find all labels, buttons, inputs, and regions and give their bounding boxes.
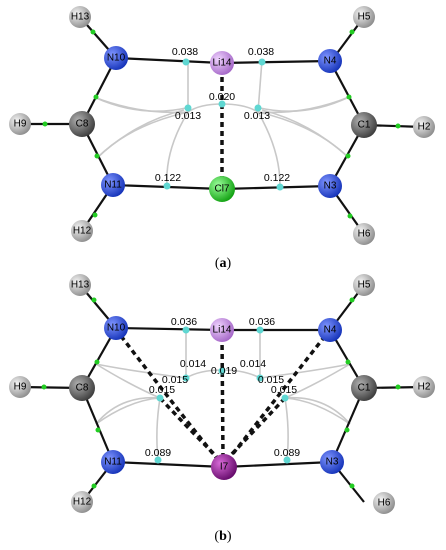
atom-n11-b: N11 [101, 450, 125, 474]
atom-h6-a: H6 [353, 223, 375, 245]
atom-h9-a: H9 [9, 113, 31, 135]
svg-text:C1: C1 [358, 383, 371, 394]
value-n10-li14-b: 0.036 [171, 316, 197, 328]
atom-cl7-a: Cl7 [209, 176, 235, 202]
atom-c8-b: C8 [69, 375, 95, 401]
atom-h5-b: H5 [353, 274, 375, 296]
atom-c8-a: C8 [69, 111, 95, 137]
svg-text:C1: C1 [358, 120, 371, 131]
value-li14-n4-a: 0.038 [248, 46, 274, 58]
panel-caption-a: (a) [215, 256, 232, 271]
svg-text:H12: H12 [73, 226, 92, 237]
svg-text:N10: N10 [107, 323, 126, 334]
svg-text:N11: N11 [104, 457, 122, 468]
panel-a: H13 H5 N10 Li14 N4 H9 C8 C1 [9, 6, 435, 271]
value-ring-right-upper-b: 0.014 [240, 358, 266, 370]
iodine-interactions-b [119, 334, 327, 462]
value-li14-cl7-a: 0.020 [209, 91, 235, 103]
svg-text:H6: H6 [358, 229, 371, 240]
svg-text:I7: I7 [220, 462, 229, 473]
critical-points-a [163, 58, 284, 191]
atom-c1-a: C1 [351, 112, 377, 138]
svg-text:H5: H5 [358, 280, 371, 291]
value-ring-left-a: 0.013 [175, 110, 201, 122]
atom-n11-a: N11 [101, 173, 125, 197]
svg-text:H6: H6 [378, 498, 391, 509]
value-ring-right-mid-b: 0.015 [258, 374, 284, 386]
atom-h13-b: H13 [69, 274, 91, 296]
value-li14-n4-b: 0.036 [249, 316, 275, 328]
svg-text:H12: H12 [73, 497, 92, 508]
value-i7-n3-b: 0.089 [274, 447, 300, 459]
svg-text:Cl7: Cl7 [214, 184, 229, 195]
atom-h2-b: H2 [413, 376, 435, 398]
atom-n3-a: N3 [318, 174, 342, 198]
svg-text:N4: N4 [324, 325, 337, 336]
atom-c1-b: C1 [351, 375, 377, 401]
atom-n10-a: N10 [104, 46, 128, 70]
value-cl7-n3-a: 0.122 [264, 172, 290, 184]
atom-n4-a: N4 [318, 49, 342, 73]
value-n11-i7-b: 0.089 [145, 447, 171, 459]
svg-text:Li14: Li14 [213, 58, 232, 69]
svg-text:H13: H13 [71, 12, 90, 23]
svg-text:C8: C8 [76, 383, 89, 394]
atom-h13-a: H13 [69, 6, 91, 28]
critical-points-b [154, 326, 291, 464]
svg-text:Li14: Li14 [213, 325, 232, 336]
value-ring-right-a: 0.013 [244, 110, 270, 122]
svg-text:N4: N4 [324, 56, 337, 67]
atom-n10-b: N10 [104, 316, 128, 340]
svg-text:H9: H9 [14, 119, 27, 130]
atom-li14-a: Li14 [210, 51, 234, 75]
atom-h2-a: H2 [413, 116, 435, 138]
value-n11-cl7-a: 0.122 [155, 172, 181, 184]
atom-h5-a: H5 [353, 6, 375, 28]
bond-paths-b [95, 330, 351, 460]
svg-text:N3: N3 [326, 457, 339, 468]
bcp-green-b [41, 297, 401, 489]
value-ring-left-upper-b: 0.014 [180, 358, 206, 370]
bcp-green-a [42, 29, 401, 219]
atom-li14-b: Li14 [210, 318, 234, 342]
value-ring-left-low-b: 0.015 [149, 384, 175, 396]
svg-text:H5: H5 [358, 12, 371, 23]
atom-h6-b: H6 [373, 492, 395, 514]
atom-i7-b: I7 [211, 454, 237, 480]
svg-text:H9: H9 [14, 382, 27, 393]
svg-text:H13: H13 [71, 280, 90, 291]
atom-n4-b: N4 [318, 318, 342, 342]
panel-b: H13 H5 N10 Li14 N4 H9 C8 C1 [9, 274, 435, 544]
value-li14-i7-b: 0.019 [211, 365, 237, 377]
svg-text:C8: C8 [76, 119, 89, 130]
svg-text:H2: H2 [418, 122, 431, 133]
atom-h12-b: H12 [71, 491, 93, 513]
atom-n3-b: N3 [320, 450, 344, 474]
value-ring-left-mid-b: 0.015 [162, 374, 188, 386]
value-ring-right-low-b: 0.015 [271, 384, 297, 396]
svg-text:N10: N10 [107, 53, 126, 64]
atom-h12-a: H12 [71, 220, 93, 242]
svg-text:H2: H2 [418, 382, 431, 393]
bond-paths-a [93, 59, 350, 186]
panel-caption-b: (b) [214, 529, 231, 544]
svg-text:N3: N3 [324, 181, 337, 192]
svg-text:N11: N11 [104, 180, 122, 191]
value-n10-li14-a: 0.038 [172, 46, 198, 58]
atom-h9-b: H9 [9, 376, 31, 398]
